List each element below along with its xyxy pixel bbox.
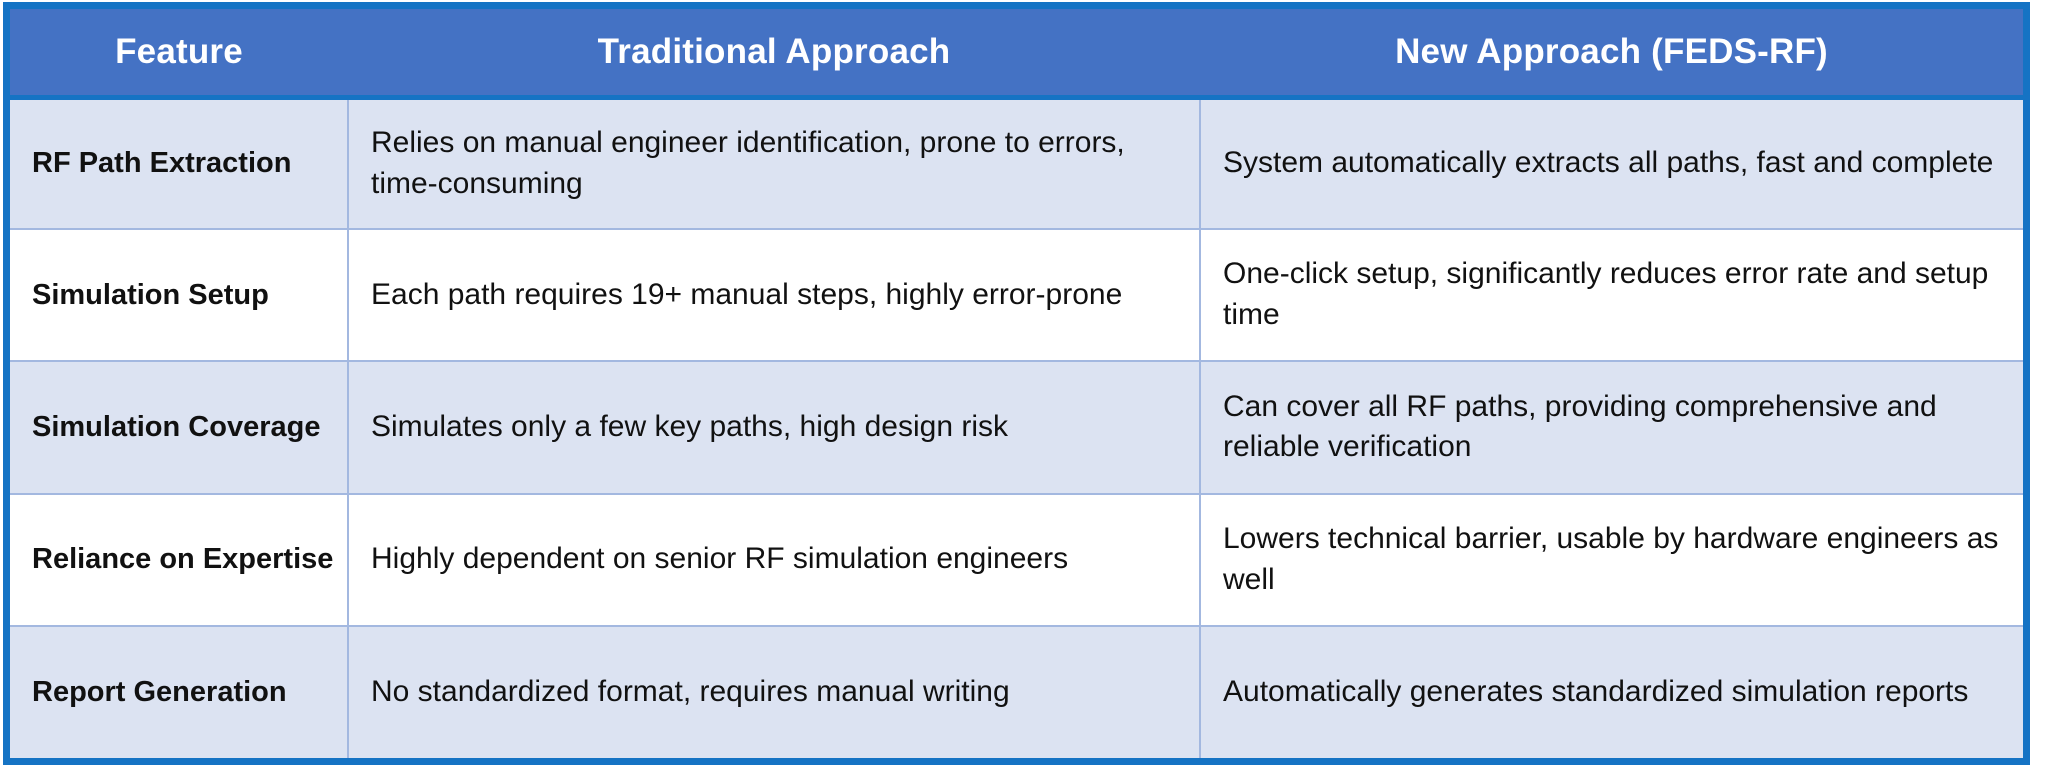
comparison-table-frame: Feature Traditional Approach New Approac… xyxy=(3,2,2030,765)
cell-feature-reliance-on-expertise: Reliance on Expertise xyxy=(10,493,349,627)
cell-traditional-reliance-on-expertise: Highly dependent on senior RF simulation… xyxy=(348,493,1201,627)
comparison-table: Feature Traditional Approach New Approac… xyxy=(10,9,2023,758)
cell-traditional-simulation-setup: Each path requires 19+ manual steps, hig… xyxy=(348,229,1201,363)
cell-feature-simulation-coverage: Simulation Coverage xyxy=(10,361,349,495)
table-row: Simulation Coverage Simulates only a few… xyxy=(10,361,2023,495)
cell-feature-report-generation: Report Generation xyxy=(10,625,349,758)
cell-feature-simulation-setup: Simulation Setup xyxy=(10,229,349,363)
table-row: Report Generation No standardized format… xyxy=(10,625,2023,758)
cell-new-reliance-on-expertise: Lowers technical barrier, usable by hard… xyxy=(1200,493,2023,627)
cell-feature-rf-path-extraction: RF Path Extraction xyxy=(10,97,349,231)
cell-new-rf-path-extraction: System automatically extracts all paths,… xyxy=(1200,97,2023,231)
column-header-new-approach: New Approach (FEDS-RF) xyxy=(1200,9,2023,100)
column-header-traditional-approach: Traditional Approach xyxy=(348,9,1200,100)
header-row: Feature Traditional Approach New Approac… xyxy=(10,9,2023,100)
cell-traditional-rf-path-extraction: Relies on manual engineer identification… xyxy=(348,97,1201,231)
table-row: RF Path Extraction Relies on manual engi… xyxy=(10,97,2023,231)
cell-new-simulation-coverage: Can cover all RF paths, providing compre… xyxy=(1200,361,2023,495)
table-body: RF Path Extraction Relies on manual engi… xyxy=(10,97,2023,758)
cell-new-simulation-setup: One-click setup, significantly reduces e… xyxy=(1200,229,2023,363)
table-header: Feature Traditional Approach New Approac… xyxy=(10,9,2023,100)
table-row: Reliance on Expertise Highly dependent o… xyxy=(10,493,2023,627)
table-row: Simulation Setup Each path requires 19+ … xyxy=(10,229,2023,363)
cell-new-report-generation: Automatically generates standardized sim… xyxy=(1223,674,1969,708)
cell-traditional-report-generation: No standardized format, requires manual … xyxy=(348,625,1201,758)
cell-traditional-simulation-coverage: Simulates only a few key paths, high des… xyxy=(348,361,1201,495)
column-header-feature: Feature xyxy=(10,9,348,100)
